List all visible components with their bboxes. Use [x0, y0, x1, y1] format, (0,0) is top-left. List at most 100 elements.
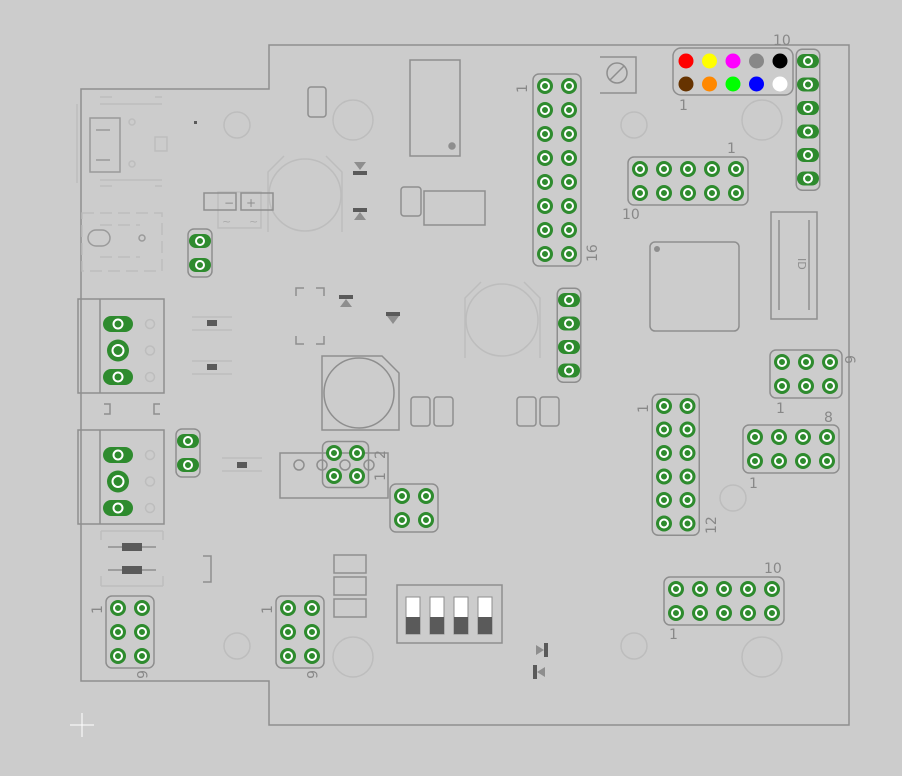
pad [822, 378, 838, 394]
pad [558, 340, 580, 354]
header-10pin-b-pin10-label: 10 [764, 561, 782, 577]
terminal-drill [111, 344, 125, 357]
dip-switch[interactable]: 1 [396, 584, 503, 644]
screw-terminal-1[interactable] [77, 298, 165, 394]
terminal-screw [144, 476, 156, 487]
dc-jack-connector[interactable] [81, 212, 163, 272]
diode-2[interactable] [353, 208, 367, 220]
header-8pin[interactable] [742, 424, 840, 474]
terminal-screw [144, 371, 156, 383]
pad [177, 458, 199, 472]
header-6pin-b[interactable] [105, 595, 155, 669]
wire-connector-pin1-label: 1 [679, 98, 688, 114]
polarized-capacitor[interactable] [400, 186, 486, 226]
terminal-screw [144, 502, 156, 514]
usb-marker [194, 121, 197, 124]
diode-1[interactable] [353, 162, 367, 175]
pad [558, 316, 580, 331]
wire-pad [749, 76, 764, 92]
pad [326, 445, 342, 461]
wire-pad [678, 76, 694, 92]
pad [716, 605, 732, 621]
pad [561, 78, 577, 94]
origin-crosshair [70, 713, 94, 737]
small-capacitor-top[interactable] [307, 86, 327, 118]
header-10pin-b[interactable] [663, 576, 785, 626]
diode-6[interactable] [533, 665, 545, 679]
usb-connector[interactable] [76, 96, 168, 187]
header-10pin-a[interactable] [627, 156, 749, 206]
pad [537, 78, 553, 94]
pad [656, 445, 672, 461]
relay-component[interactable] [409, 59, 461, 157]
pad [668, 581, 684, 597]
pad [656, 515, 672, 532]
smd-resistor-3[interactable] [222, 457, 262, 472]
pad [797, 54, 819, 68]
header-2pin-a[interactable] [187, 228, 213, 278]
header-2x2[interactable] [389, 483, 439, 533]
pad [728, 161, 744, 177]
header-12pin[interactable] [651, 393, 700, 536]
smd-resistor-1[interactable] [192, 316, 232, 331]
header-3x2-pin2-label: 2 [373, 450, 389, 459]
wire-color-connector[interactable]: 1 10 [672, 33, 794, 114]
wire-pad [702, 76, 717, 92]
pad [774, 354, 790, 370]
smd-stack[interactable] [333, 554, 367, 618]
pad [798, 354, 814, 370]
terminal-pad [103, 500, 133, 516]
header-6pin-c[interactable] [275, 595, 325, 669]
pad [679, 445, 696, 461]
diode-3[interactable] [339, 295, 353, 307]
header-6pin-c-pin6-label: 6 [303, 670, 319, 679]
pad [537, 102, 553, 118]
screw-terminal-2[interactable] [77, 429, 165, 525]
pad [537, 126, 553, 142]
diode-4[interactable] [386, 312, 400, 324]
pad [716, 581, 732, 597]
pad [418, 488, 434, 504]
pad [561, 102, 577, 118]
microcontroller-chip[interactable] [649, 241, 740, 332]
trimmer-potentiometer[interactable] [600, 56, 637, 94]
pad [747, 453, 763, 469]
diode-5[interactable] [536, 643, 548, 657]
pad [680, 185, 696, 201]
header-2pin-b[interactable] [175, 428, 201, 478]
terminal-gap-marks [104, 403, 160, 415]
pad [668, 605, 684, 621]
resistor-pair[interactable] [100, 530, 212, 587]
electrolytic-capacitor-3[interactable] [321, 355, 400, 431]
header-right-vertical-6[interactable] [795, 48, 821, 191]
wire-pad [772, 53, 788, 69]
header-4pin-center[interactable] [556, 287, 582, 383]
header-6pin-a[interactable] [769, 349, 843, 399]
pad [819, 453, 835, 469]
header-12pin-pin12-label: 12 [704, 516, 720, 534]
header-10pin-a-pin1-label: 1 [727, 141, 736, 157]
pad [656, 185, 672, 201]
header-3x2[interactable] [321, 440, 370, 489]
pad [704, 185, 720, 201]
pad [771, 453, 787, 469]
pad [797, 124, 819, 139]
electrolytic-capacitor-1[interactable] [267, 155, 343, 232]
smd-capacitor-pair-1[interactable] [410, 396, 454, 427]
dip-lever-knob [454, 617, 468, 634]
electrolytic-capacitor-2[interactable] [464, 281, 541, 358]
header-6pin-b-pin6-label: 6 [133, 670, 149, 679]
header-16pin[interactable] [532, 73, 582, 267]
wire-pad [772, 76, 788, 92]
pad [656, 468, 672, 485]
dc-jack-pins [87, 229, 146, 247]
wire-pad [725, 76, 741, 92]
bridge-rectifier[interactable]: − + ~ ~ [203, 191, 274, 229]
pad [679, 468, 696, 485]
bridge-minus-label: − [224, 196, 234, 210]
pad [656, 398, 672, 414]
crystal-oscillator[interactable]: ID [770, 211, 818, 320]
smd-resistor-2[interactable] [192, 360, 232, 375]
pad [728, 185, 744, 201]
smd-capacitor-pair-2[interactable] [516, 396, 560, 427]
